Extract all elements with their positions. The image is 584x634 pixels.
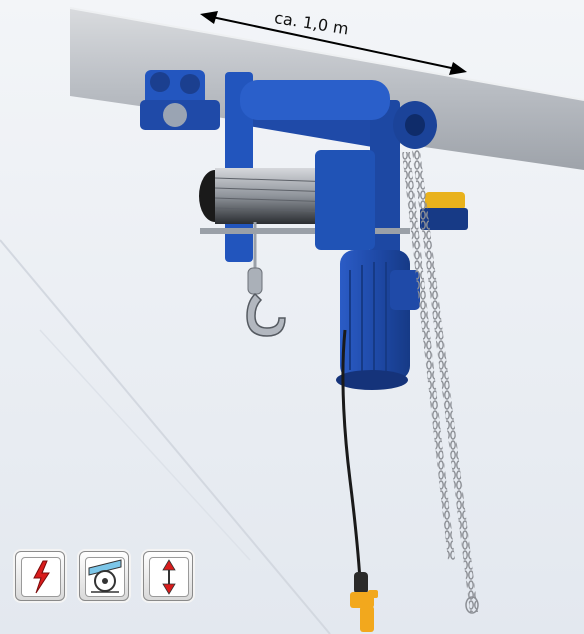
- ceiling-line: [39, 329, 251, 561]
- electric-drive-icon: [15, 551, 65, 601]
- trolley: [140, 70, 220, 130]
- rail-edge: [69, 7, 584, 101]
- trolley-travel-icon: [79, 551, 129, 601]
- limit-switch-box: [420, 192, 468, 230]
- hoist-up-down-icon: [143, 551, 193, 601]
- hoist-motor: [336, 250, 420, 390]
- control-cable: [341, 329, 362, 581]
- ceiling-line: [0, 239, 331, 634]
- control-plug: [350, 572, 378, 632]
- gearbox: [315, 150, 375, 250]
- hand-chain: [402, 150, 479, 614]
- dimension-arrow: [200, 11, 467, 75]
- load-hook: [246, 222, 286, 337]
